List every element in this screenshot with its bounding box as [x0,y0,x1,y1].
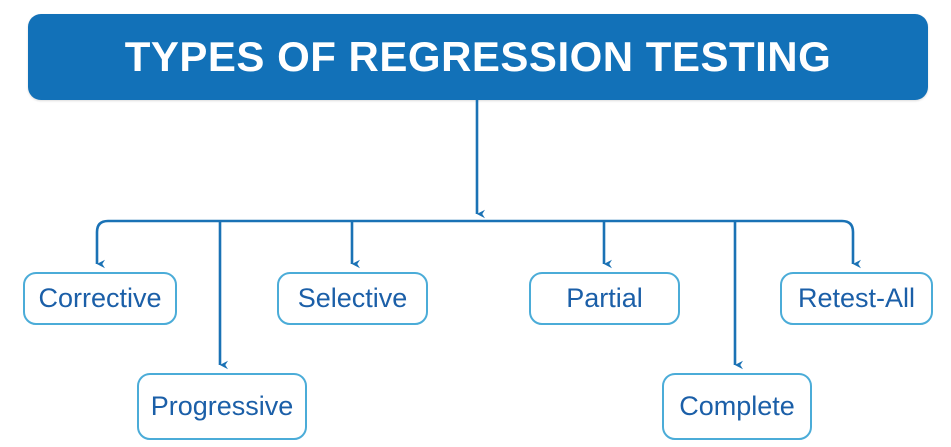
node-partial-label: Partial [566,283,643,313]
node-progressive[interactable]: Progressive [137,373,307,440]
node-partial[interactable]: Partial [529,272,680,325]
node-corrective[interactable]: Corrective [23,272,177,325]
node-selective-label: Selective [297,283,408,313]
distribution-bus [95,219,855,240]
node-complete[interactable]: Complete [662,373,812,440]
node-progressive-label: Progressive [150,391,294,421]
node-complete-label: Complete [679,391,795,421]
diagram-title-banner: TYPES OF REGRESSION TESTING [28,14,928,100]
node-retest-all-label: Retest-All [797,283,916,313]
node-retest-all[interactable]: Retest-All [780,272,933,325]
node-selective[interactable]: Selective [277,272,428,325]
node-corrective-label: Corrective [38,283,162,313]
diagram-title-text: TYPES OF REGRESSION TESTING [124,33,832,80]
